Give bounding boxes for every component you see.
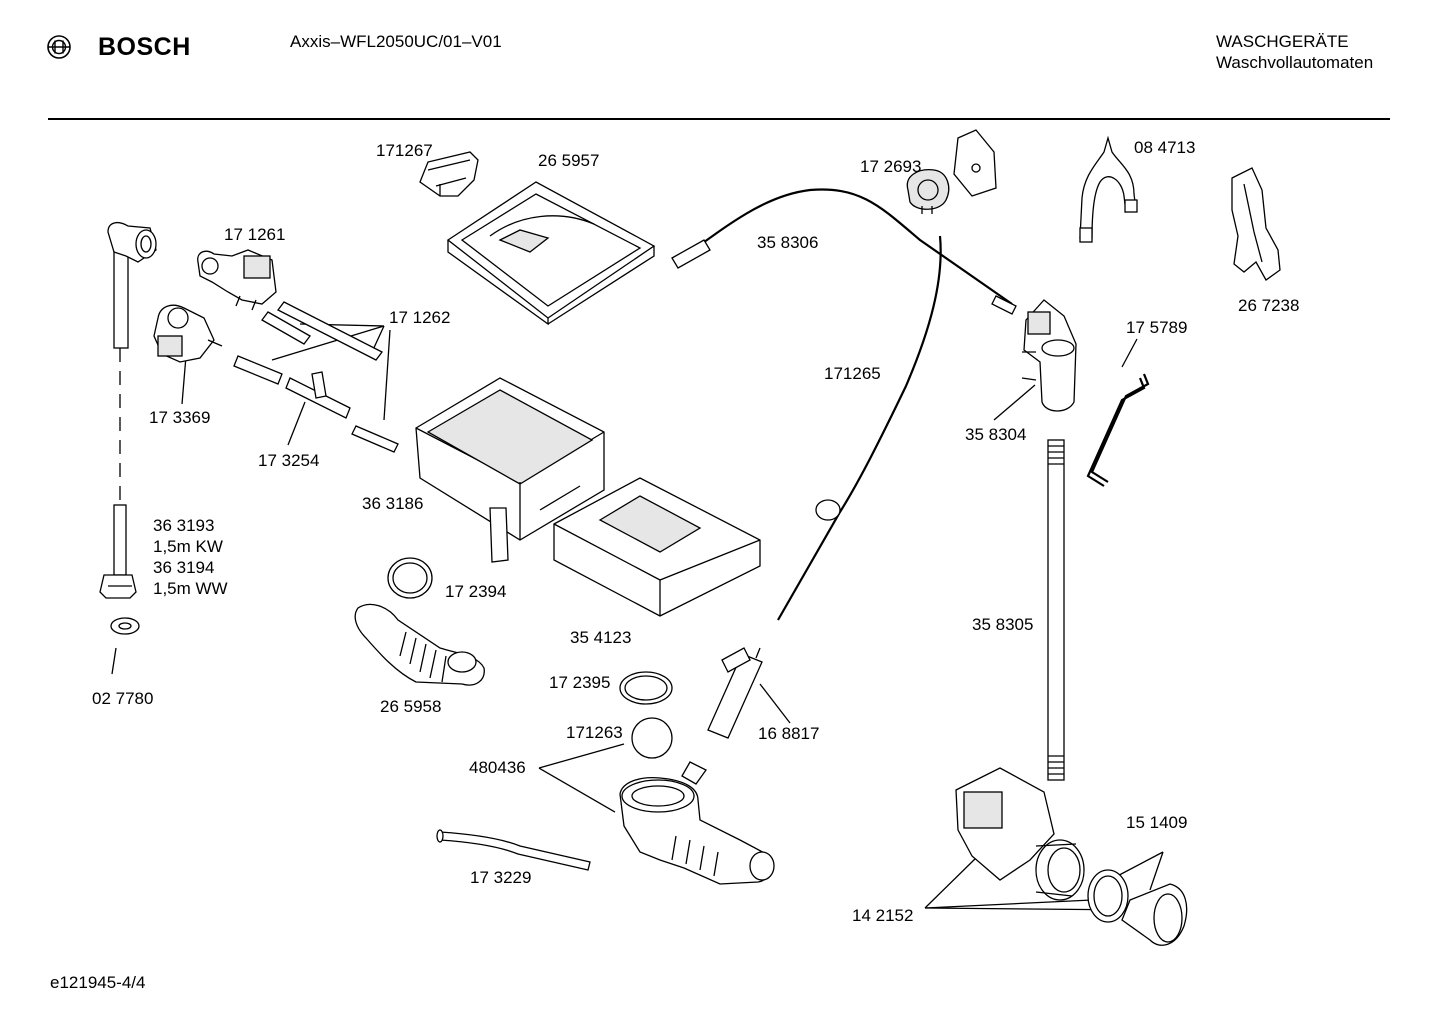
- label-173369: 17 3369: [149, 408, 211, 427]
- part-171262: [261, 301, 399, 453]
- bosch-logo: [46, 34, 72, 60]
- part-358306: [671, 188, 1017, 315]
- part-363186: [415, 377, 605, 563]
- part-171261: [197, 249, 277, 311]
- label-172693: 17 2693: [860, 157, 922, 176]
- part-173369: [153, 304, 223, 363]
- part-172394: [387, 557, 433, 599]
- label-171263: 171263: [566, 723, 623, 742]
- part-363193: [99, 504, 137, 599]
- label-ww: 1,5m WW: [153, 579, 228, 598]
- part-267238: [1231, 167, 1281, 281]
- label-363186: 36 3186: [362, 494, 424, 513]
- bosch-armature-icon: [47, 35, 71, 59]
- subcategory-title: Waschvollautomaten: [1216, 53, 1374, 72]
- label-173229: 17 3229: [470, 868, 532, 887]
- part-173229: [436, 829, 591, 871]
- model-title: Axxis–WFL2050UC/01–V01: [290, 32, 502, 51]
- brand-name: BOSCH: [98, 33, 191, 61]
- label-265958: 26 5958: [380, 697, 442, 716]
- label-172394: 17 2394: [445, 582, 507, 601]
- part-354123: [553, 477, 761, 617]
- header-rule: [48, 118, 1390, 120]
- part-265957: [446, 181, 656, 326]
- label-358306: 35 8306: [757, 233, 819, 252]
- label-354123: 35 4123: [570, 628, 632, 647]
- part-173254: [233, 355, 351, 419]
- label-480436: 480436: [469, 758, 526, 777]
- part-142152: [955, 767, 1085, 901]
- part-027780: [110, 617, 140, 635]
- part-151409: [1087, 869, 1188, 946]
- part-171263: [631, 717, 673, 759]
- part-172693: [906, 129, 997, 214]
- part-265958: [354, 603, 485, 686]
- label-358305: 35 8305: [972, 615, 1034, 634]
- part-358304: [1021, 299, 1077, 412]
- label-267238: 26 7238: [1238, 296, 1300, 315]
- label-173254: 17 3254: [258, 451, 320, 470]
- part-358305: [1047, 439, 1065, 781]
- part-480436: [619, 761, 775, 885]
- drawing-code: e121945-4/4: [50, 973, 146, 992]
- label-168817: 16 8817: [758, 724, 820, 743]
- label-171267: 171267: [376, 141, 433, 160]
- label-265957: 26 5957: [538, 151, 600, 170]
- part-084713: [1079, 135, 1138, 243]
- part-175789: [1086, 373, 1150, 487]
- label-142152: 14 2152: [852, 906, 914, 925]
- part-171267: [419, 151, 479, 197]
- label-171261: 17 1261: [224, 225, 286, 244]
- label-171265: 171265: [824, 364, 881, 383]
- label-151409: 15 1409: [1126, 813, 1188, 832]
- label-358304: 35 8304: [965, 425, 1027, 444]
- part-171265: [777, 235, 942, 621]
- label-175789: 17 5789: [1126, 318, 1188, 337]
- part-inlet-hose-upper: [107, 221, 157, 349]
- label-027780: 02 7780: [92, 689, 154, 708]
- part-172395: [619, 671, 673, 705]
- label-171262: 17 1262: [389, 308, 451, 327]
- label-363193: 36 3193: [153, 516, 215, 535]
- label-084713: 08 4713: [1134, 138, 1196, 157]
- label-363194: 36 3194: [153, 558, 215, 577]
- label-172395: 17 2395: [549, 673, 611, 692]
- part-168817: [707, 647, 763, 739]
- category-title: WASCHGERÄTE: [1216, 32, 1349, 51]
- label-kw: 1,5m KW: [153, 537, 223, 556]
